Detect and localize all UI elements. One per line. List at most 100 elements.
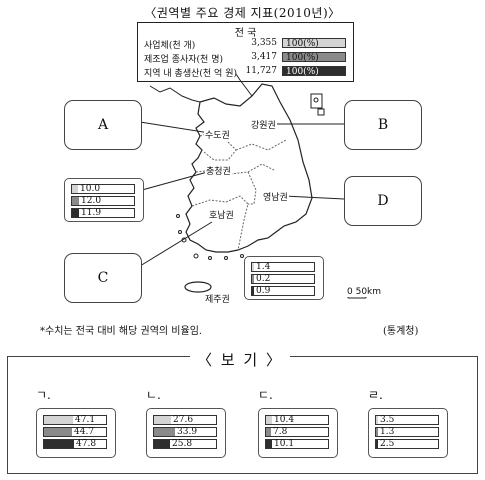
bar-manufacturing: 0.2 [251, 274, 315, 284]
bar-fill [154, 440, 170, 448]
option-graph-box: 27.6 33.9 25.8 [146, 408, 226, 458]
box-b: B [344, 100, 422, 150]
bar-business: 1.4 [251, 262, 315, 272]
bar-value: 47.1 [75, 415, 96, 425]
island [224, 256, 228, 260]
national-row-business: 사업체(천 개) 3,355 100(%) [138, 38, 353, 51]
national-row-value: 3,417 [251, 52, 277, 62]
bar-manufacturing: 44.7 [43, 427, 107, 437]
leader-a [139, 121, 217, 135]
island [208, 256, 212, 260]
bar-fill [376, 416, 378, 424]
region-label-honam: 호남권 [208, 208, 235, 221]
bar-fill [266, 428, 271, 436]
bar-fill [266, 440, 272, 448]
north-coast [149, 85, 201, 103]
bar-value: 7.8 [273, 427, 288, 437]
bar-business: 27.6 [153, 415, 217, 425]
ulleung-inset [310, 93, 323, 109]
border-gangwon [235, 139, 287, 151]
national-summary-box: 전 국 사업체(천 개) 3,355 100(%) 제조업 종사자(천 명) 3… [137, 22, 354, 82]
national-row-grdp: 지역 내 총생산(천 억 원) 11,727 100(%) [138, 66, 353, 79]
bar-manufacturing: 7.8 [265, 427, 329, 437]
bar-value: 25.8 [172, 439, 193, 449]
national-row-bar: 100(%) [282, 66, 346, 77]
national-row-value: 3,355 [251, 38, 277, 48]
bar-business: 10.0 [71, 184, 135, 194]
bar-value: 1.3 [380, 427, 395, 437]
graph-box-chungcheong: 10.0 12.0 11.9 [64, 178, 144, 222]
bar-manufacturing: 12.0 [71, 196, 135, 206]
option-graph-box: 10.4 7.8 10.1 [258, 408, 338, 458]
bar-grdp: 10.1 [265, 439, 329, 449]
region-label-jeju: 제주권 [204, 292, 231, 305]
bar-fill [154, 416, 171, 424]
bar-value: 12.0 [81, 196, 102, 206]
national-row-label: 제조업 종사자(천 명) [144, 55, 223, 65]
island [240, 254, 244, 258]
box-c: C [64, 253, 142, 303]
bar-value: 27.6 [173, 415, 194, 425]
bar-value: 3.5 [380, 415, 395, 425]
national-row-manufacturing: 제조업 종사자(천 명) 3,417 100(%) [138, 52, 353, 65]
ulleung-island [313, 97, 319, 103]
box-d: D [344, 176, 422, 226]
bar-value: 10.0 [80, 184, 101, 194]
jeju-island [184, 281, 212, 293]
national-row-value: 11,727 [245, 66, 278, 76]
bar-grdp: 47.8 [43, 439, 107, 449]
bar-value: 10.4 [274, 415, 295, 425]
border-honam [191, 195, 249, 251]
bar-business: 47.1 [43, 415, 107, 425]
box-a: A [64, 100, 142, 150]
bar-value: 10.1 [274, 439, 295, 449]
bar-fill [252, 275, 254, 283]
bar-business: 3.5 [375, 415, 439, 425]
leader-c [139, 221, 213, 267]
bar-value: 11.9 [81, 208, 102, 218]
bar-value: 33.9 [177, 427, 198, 437]
national-header: 전 국 [234, 28, 257, 39]
national-row-label: 사업체(천 개) [144, 41, 196, 51]
bar-manufacturing: 1.3 [375, 427, 439, 437]
bar-value: 1.4 [256, 262, 271, 272]
dokdo-inset [317, 108, 325, 116]
bar-fill [252, 287, 254, 295]
bar-fill [44, 416, 73, 424]
north-coast-2 [235, 73, 253, 97]
bar-fill [376, 440, 378, 448]
bar-fill [154, 428, 175, 436]
bar-grdp: 11.9 [71, 208, 135, 218]
region-label-seoul: 수도권 [204, 128, 231, 141]
option-label: ㄱ. [36, 388, 51, 402]
national-row-bar: 100(%) [282, 52, 346, 63]
graph-box-jeju: 1.4 0.2 0.9 [244, 256, 324, 300]
bar-value: 0.9 [256, 286, 271, 296]
option-label: ㄷ. [258, 388, 273, 402]
border-yeongnam [247, 171, 257, 205]
bar-fill [376, 428, 378, 436]
option-graph-box: 47.1 44.7 47.8 [36, 408, 116, 458]
footnote: *수치는 전국 대비 해당 권역의 비율임. [40, 326, 203, 337]
island [176, 214, 180, 218]
bar-fill [72, 185, 78, 193]
bar-fill [72, 197, 79, 205]
bar-grdp: 2.5 [375, 439, 439, 449]
bar-manufacturing: 33.9 [153, 427, 217, 437]
bar-business: 10.4 [265, 415, 329, 425]
scale-label: 0 50km [346, 287, 383, 297]
bar-fill [44, 428, 72, 436]
option-graph-box: 3.5 1.3 2.5 [368, 408, 448, 458]
region-label-yeongnam: 영남권 [262, 190, 289, 203]
national-row-bar: 100(%) [282, 38, 346, 49]
option-label: ㄹ. [368, 388, 383, 402]
bogi-title: 〈 보 기 〉 [190, 349, 290, 370]
bar-value: 44.7 [74, 427, 95, 437]
leader-d [283, 195, 345, 200]
bar-fill [252, 263, 254, 271]
national-row-label: 지역 내 총생산(천 억 원) [144, 69, 237, 79]
bar-fill [44, 440, 74, 448]
bar-grdp: 25.8 [153, 439, 217, 449]
bar-fill [266, 416, 272, 424]
bar-value: 2.5 [380, 439, 395, 449]
